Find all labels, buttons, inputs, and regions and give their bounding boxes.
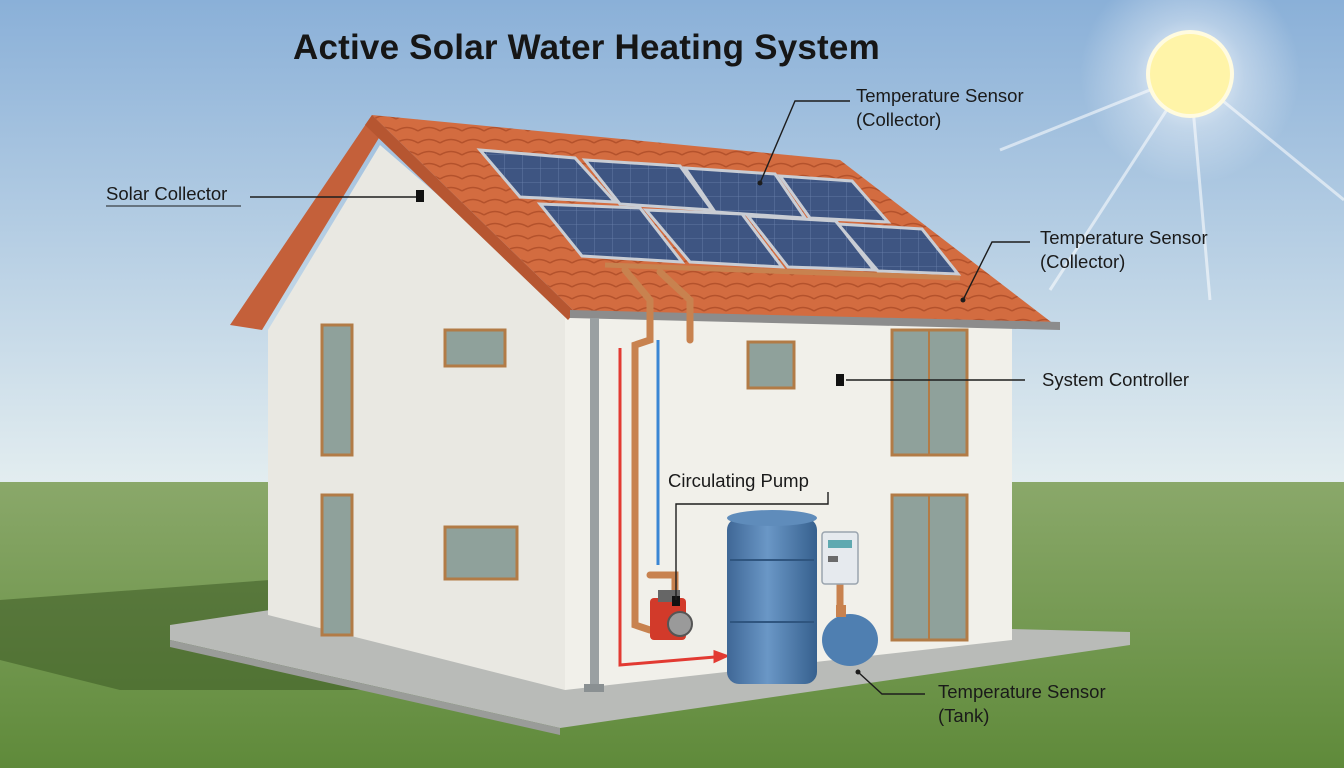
hot-pipe [618, 348, 730, 667]
roof-gable-edge [230, 115, 385, 330]
label-temp-sensor-tank: Temperature Sensor (Tank) [938, 680, 1106, 728]
marker-system-controller [836, 374, 844, 386]
label-temp-sensor-collector-mid: Temperature Sensor (Collector) [1040, 226, 1208, 274]
solar-collector-panels [476, 148, 962, 276]
sun-icon [999, 0, 1344, 301]
label-line2: (Collector) [1040, 251, 1126, 272]
label-line1: Temperature Sensor [1040, 227, 1208, 248]
marker-circulating-pump [672, 596, 680, 606]
windows [320, 323, 969, 642]
label-line1: Temperature Sensor [938, 681, 1106, 702]
label-system-controller-text: System Controller [1042, 369, 1190, 390]
label-temp-sensor-collector-top: Temperature Sensor (Collector) [856, 84, 1024, 132]
controller-box [821, 531, 859, 585]
label-solar-collector: Solar Collector [106, 182, 227, 206]
label-line2: (Collector) [856, 109, 942, 130]
expansion-tank [822, 605, 878, 666]
leader-lines [106, 100, 1030, 695]
label-system-controller: System Controller [1042, 368, 1189, 392]
storage-tank [727, 510, 817, 684]
label-line1: Temperature Sensor [856, 85, 1024, 106]
label-solar-collector-text: Solar Collector [106, 183, 228, 204]
diagram-title: Active Solar Water Heating System [293, 28, 880, 67]
marker-solar-collector [416, 190, 424, 202]
label-line2: (Tank) [938, 705, 990, 726]
label-circulating-pump-text: Circulating Pump [668, 470, 809, 491]
downpipe [590, 318, 599, 688]
label-circulating-pump: Circulating Pump [668, 469, 809, 493]
